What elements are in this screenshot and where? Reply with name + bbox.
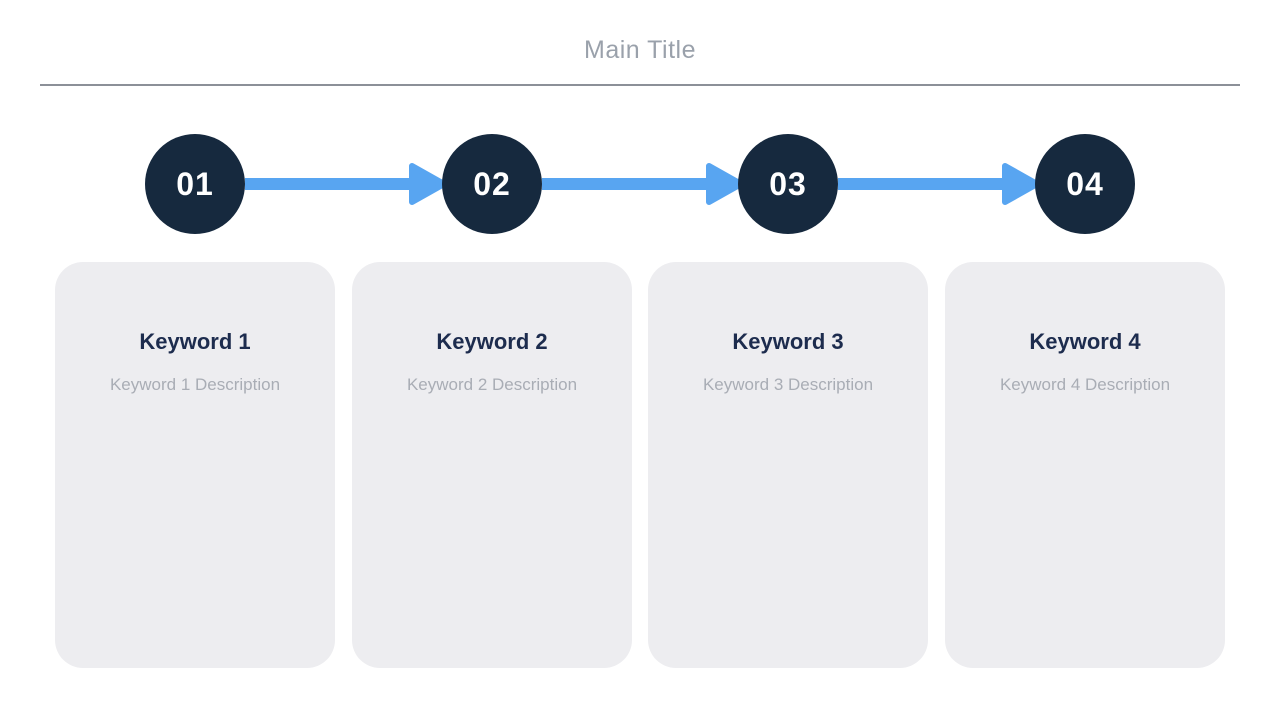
card-title: Keyword 4 [1029,329,1141,354]
card-title: Keyword 1 [139,329,251,354]
card-description: Keyword 4 Description [999,375,1171,394]
title-divider [40,84,1240,86]
step-number: 03 [769,165,807,202]
step-number: 01 [176,165,214,202]
step-circle-01: 01 [145,134,245,234]
keyword-card-4: Keyword 4 Keyword 4 Description [945,262,1225,668]
arrow-right-icon [838,163,1040,205]
step-circle-02: 02 [442,134,542,234]
keyword-card-2: Keyword 2 Keyword 2 Description [352,262,632,668]
main-title: Main Title [584,36,696,64]
step-number: 04 [1066,165,1104,202]
card-description: Keyword 2 Description [406,375,578,394]
card-title: Keyword 3 [732,329,844,354]
step-circle-04: 04 [1035,134,1135,234]
card-description: Keyword 3 Description [702,375,874,394]
keyword-card-1: Keyword 1 Keyword 1 Description [55,262,335,668]
step-number: 02 [473,165,511,202]
card-description: Keyword 1 Description [109,375,281,394]
keyword-card-3: Keyword 3 Keyword 3 Description [648,262,928,668]
arrow-right-icon [542,163,744,205]
step-circle-03: 03 [738,134,838,234]
arrow-right-icon [245,163,447,205]
card-title: Keyword 2 [436,329,548,354]
